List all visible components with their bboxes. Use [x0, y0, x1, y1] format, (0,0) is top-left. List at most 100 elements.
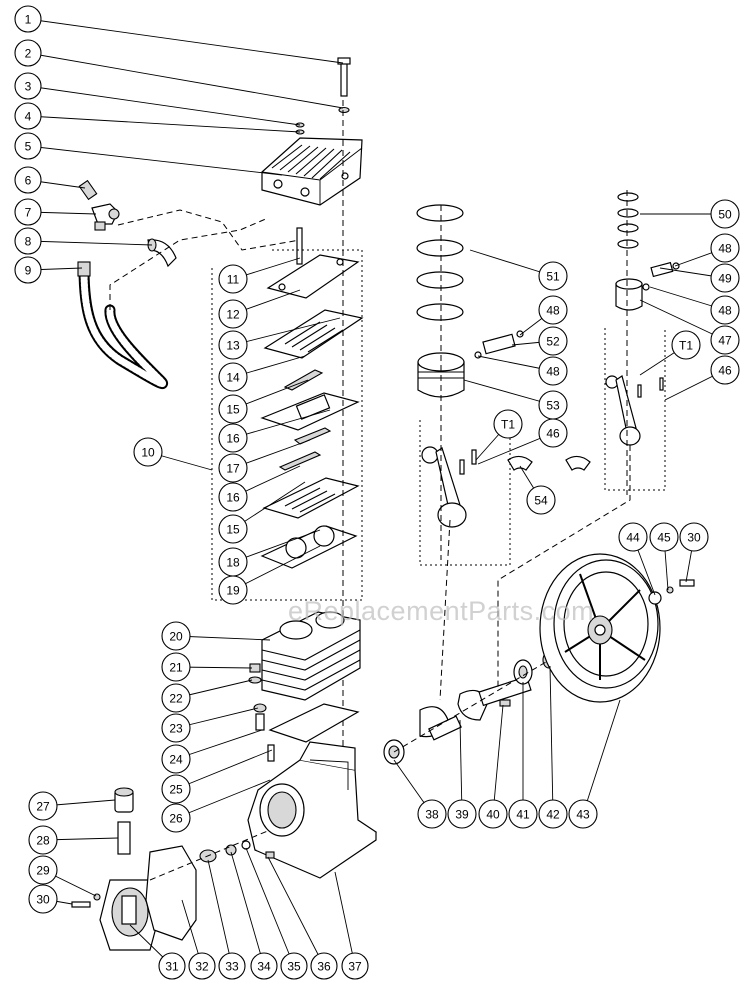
- callout-circle: [133, 437, 163, 467]
- callout-circle: [538, 418, 568, 448]
- callout-circle: [679, 522, 709, 552]
- callout-circle: [310, 952, 338, 980]
- callout-51: 51: [538, 261, 568, 291]
- callout-46: 46: [538, 418, 568, 448]
- callout-leader-1: [27, 18, 344, 64]
- callout-53: 53: [538, 390, 568, 420]
- callout-number: 21: [169, 661, 183, 675]
- callout-leader-18: [232, 529, 321, 563]
- callout-circle: [710, 263, 740, 293]
- callout-circle: [493, 409, 523, 439]
- callout-47: 47: [710, 325, 740, 355]
- elbow-tube-part: [147, 238, 177, 268]
- callout-17: 17: [218, 453, 248, 483]
- callout-7: 7: [14, 198, 42, 226]
- callout-30: 30: [28, 884, 58, 914]
- callout-50: 50: [710, 199, 740, 229]
- piston-rings-part: [416, 204, 464, 321]
- callout-circle: [538, 799, 568, 829]
- callout-leader-34: [230, 851, 265, 967]
- callout-circle: [161, 774, 191, 804]
- callout-8: 8: [14, 227, 42, 255]
- callout-leader-24: [175, 729, 263, 760]
- callout-37: 37: [341, 952, 369, 980]
- callout-T1: T1: [671, 330, 701, 360]
- callout-number: 52: [546, 335, 560, 349]
- callout-6: 6: [14, 166, 42, 194]
- callout-number: 25: [169, 783, 183, 797]
- callout-circle: [568, 799, 598, 829]
- callout-number: 5: [25, 140, 32, 154]
- callout-circle: [710, 295, 740, 325]
- callout-circle: [218, 453, 248, 483]
- callout-leader-5: [27, 145, 283, 176]
- callout-16: 16: [218, 482, 248, 512]
- callout-circle: [14, 72, 42, 100]
- cylinder-part: [261, 611, 361, 701]
- callout-circle: [710, 233, 740, 263]
- piston-part: [615, 278, 643, 311]
- crankcase-part: [247, 741, 378, 879]
- callout-number: 43: [576, 808, 590, 822]
- callout-number: 24: [169, 753, 183, 767]
- callout-12: 12: [218, 299, 248, 329]
- screw-part: [71, 901, 91, 908]
- callout-number: 46: [546, 427, 560, 441]
- callout-number: 42: [546, 808, 560, 822]
- callout-42: 42: [538, 799, 568, 829]
- connecting-rod-part: [605, 375, 664, 446]
- callout-16: 16: [218, 423, 248, 453]
- callout-circle: [14, 102, 42, 130]
- callout-number: 3: [25, 80, 32, 94]
- callout-number: 31: [165, 960, 179, 974]
- clip-part: [516, 330, 524, 338]
- callout-18: 18: [218, 547, 248, 577]
- callout-circle: [28, 884, 58, 914]
- callout-29: 29: [28, 855, 58, 885]
- callout-15: 15: [218, 394, 248, 424]
- callout-circle: [280, 952, 308, 980]
- callout-circle: [671, 330, 701, 360]
- callout-circle: [218, 299, 248, 329]
- callout-number: 20: [169, 630, 183, 644]
- callout-number: 48: [718, 304, 732, 318]
- braided-hose-part: [77, 261, 168, 390]
- callout-34: 34: [250, 952, 278, 980]
- callout-circle: [161, 803, 191, 833]
- callout-number: 48: [546, 304, 560, 318]
- callout-number: 10: [141, 446, 155, 460]
- stud-part: [255, 713, 265, 731]
- callout-48: 48: [538, 295, 568, 325]
- callout-circle: [218, 952, 246, 980]
- bearing-shell-part: [565, 455, 591, 471]
- callout-circle: [710, 199, 740, 229]
- callout-number: 17: [226, 462, 240, 476]
- callout-circle: [161, 652, 191, 682]
- callout-number: 45: [657, 531, 671, 545]
- stud-part: [267, 744, 275, 762]
- callout-number: 34: [257, 960, 271, 974]
- callout-number: 15: [226, 523, 240, 537]
- callout-circle: [218, 330, 248, 360]
- key-part: [499, 699, 511, 707]
- callout-circle: [478, 799, 508, 829]
- callout-number: 48: [718, 242, 732, 256]
- callout-number: 28: [36, 834, 50, 848]
- callout-number: 48: [546, 365, 560, 379]
- callout-circle: [218, 362, 248, 392]
- callout-number: 47: [718, 334, 732, 348]
- washer-part: [338, 106, 350, 114]
- callout-3: 3: [14, 72, 42, 100]
- callout-27: 27: [28, 791, 58, 821]
- washer-part: [648, 591, 662, 605]
- callout-2: 2: [14, 39, 42, 67]
- elbow-part: [91, 203, 120, 231]
- callout-number: 49: [718, 272, 732, 286]
- callout-leader-19: [232, 545, 321, 591]
- callout-circle: [710, 355, 740, 385]
- callout-labels: 1234567891011121314151617161518192021222…: [14, 5, 740, 980]
- washer-part: [248, 676, 262, 684]
- callout-31: 31: [158, 952, 186, 980]
- callout-4: 4: [14, 102, 42, 130]
